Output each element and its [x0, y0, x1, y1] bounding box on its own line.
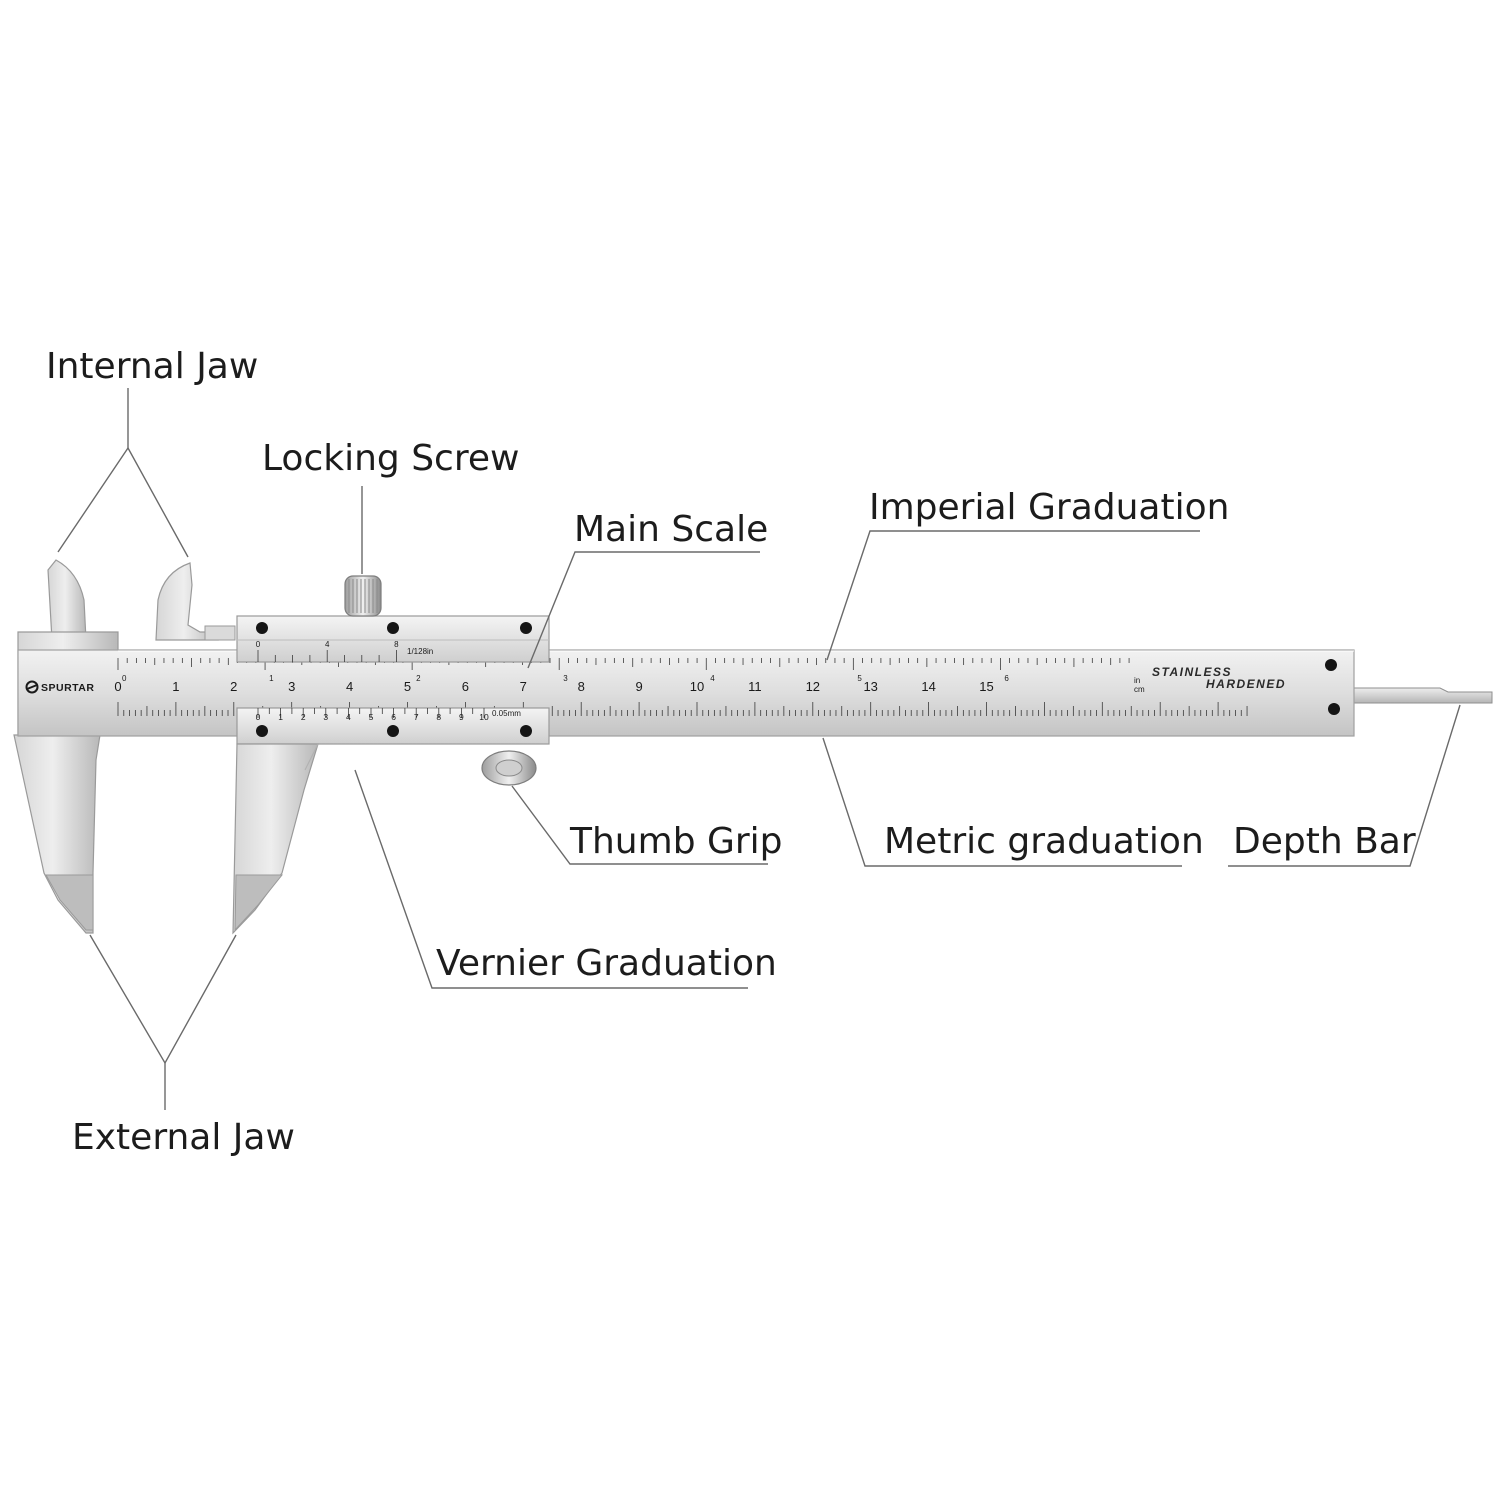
metric-number: 15 [979, 679, 993, 694]
metric-number: 8 [578, 679, 585, 694]
metric-number: 7 [520, 679, 527, 694]
slide-screw [520, 725, 532, 737]
brand-name: SPURTAR [41, 682, 94, 694]
engraving-stainless: STAINLESS [1152, 665, 1232, 679]
metric-vernier-number: 10 [479, 712, 489, 722]
metric-number: 14 [921, 679, 935, 694]
unit-in: in [1134, 676, 1140, 685]
metric-number: 5 [404, 679, 411, 694]
imperial-number: 2 [416, 674, 421, 683]
imperial-number: 3 [563, 674, 568, 683]
metric-number: 0 [114, 679, 121, 694]
depth-bar-label: Depth Bar [1233, 821, 1416, 862]
metric-number: 13 [863, 679, 877, 694]
fixed-internal-jaw [47, 559, 87, 641]
internal-jaw-label: Internal Jaw [46, 346, 259, 387]
imperial-number: 0 [122, 674, 127, 683]
metric-vernier-number: 5 [369, 712, 374, 722]
slide-screw [256, 725, 268, 737]
metric-number: 2 [230, 679, 237, 694]
metric-number: 4 [346, 679, 353, 694]
metric-vernier-number: 1 [278, 712, 283, 722]
metric-vernier-numbers: 0 1 2 3 4 5 6 7 8 9 10 [256, 712, 489, 722]
metric-vernier-number: 8 [436, 712, 441, 722]
slide-screw [520, 622, 532, 634]
metric-number: 11 [748, 679, 762, 694]
metric-vernier-number: 0 [256, 712, 261, 722]
imperial-vernier-ticks [257, 650, 397, 662]
metric-vernier-ticks [257, 708, 485, 718]
depth-bar [1349, 687, 1493, 704]
metric-vernier-number: 6 [391, 712, 396, 722]
metric-number: 1 [172, 679, 179, 694]
vernier-graduation-label: Vernier Graduation [436, 943, 777, 984]
imperial-vernier-number: 0 [256, 640, 261, 649]
locking-screw-label: Locking Screw [262, 438, 520, 479]
metric-number: 9 [635, 679, 642, 694]
imperial-number: 4 [710, 674, 715, 683]
imperial-scale-numbers: 0 1 2 3 4 5 6 [122, 674, 1009, 683]
unit-cm: cm [1134, 685, 1145, 694]
metric-vernier-number: 4 [346, 712, 351, 722]
imperial-graduation-label: Imperial Graduation [869, 487, 1230, 528]
metric-number: 12 [806, 679, 820, 694]
metric-vernier-label: 0.05mm [492, 709, 521, 718]
slide-screw [387, 622, 399, 634]
metric-vernier-number: 9 [459, 712, 464, 722]
metric-number: 10 [690, 679, 704, 694]
metric-number: 6 [462, 679, 469, 694]
slide-screw [387, 725, 399, 737]
imperial-vernier-number: 4 [325, 640, 330, 649]
locking-screw [344, 575, 382, 617]
metric-graduation-label: Metric graduation [884, 821, 1204, 862]
metric-vernier-number: 7 [414, 712, 419, 722]
thumb-grip-label: Thumb Grip [570, 821, 783, 862]
imperial-number: 5 [857, 674, 862, 683]
imperial-number: 6 [1004, 674, 1009, 683]
main-beam [17, 649, 1355, 737]
engraving-hardened: HARDENED [1206, 677, 1286, 691]
main-scale-label: Main Scale [574, 509, 769, 550]
imperial-number: 1 [269, 674, 274, 683]
external-jaw-label: External Jaw [72, 1117, 295, 1158]
movable-internal-jaw [155, 562, 219, 641]
metric-vernier-plate [236, 707, 550, 745]
slide-screw [256, 622, 268, 634]
imperial-graduation-ticks [117, 658, 1130, 670]
brand-logo [25, 680, 39, 694]
metric-number: 3 [288, 679, 295, 694]
metric-vernier-number: 3 [323, 712, 328, 722]
beam-screw [1328, 703, 1340, 715]
imperial-vernier-number: 8 [394, 640, 399, 649]
imperial-vernier-label: 1/128in [407, 647, 433, 656]
thumb-grip [481, 750, 537, 786]
leader-lines [57, 388, 1461, 1110]
metric-vernier-number: 2 [301, 712, 306, 722]
imperial-vernier-numbers: 0 4 8 [256, 640, 399, 649]
beam-screw [1325, 659, 1337, 671]
